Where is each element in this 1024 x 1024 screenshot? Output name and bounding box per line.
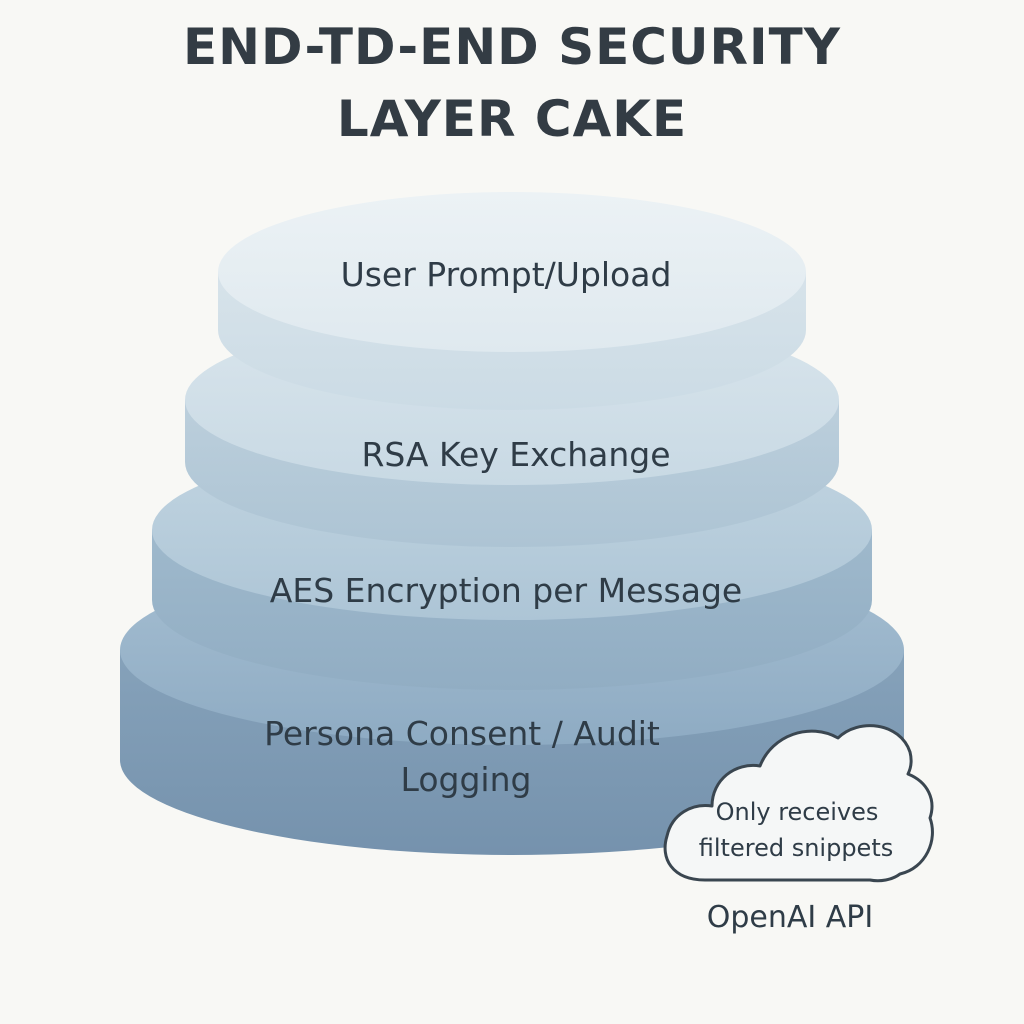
layer-2-label: RSA Key Exchange	[361, 435, 670, 474]
openai-api-label: OpenAI API	[706, 900, 874, 935]
diagram-title-line-2: LAYER CAKE	[336, 90, 688, 148]
layer-4-label-line-2: Logging	[401, 760, 532, 799]
cloud-icon	[663, 724, 934, 883]
cloud-text-line-2: filtered snippets	[699, 834, 893, 862]
cake-layer-1-top	[218, 192, 806, 352]
layer-3-label: AES Encryption per Message	[270, 571, 742, 610]
cake-layer-1	[218, 192, 806, 410]
layer-1-label: User Prompt/Upload	[341, 255, 672, 294]
layer-4-label-line-1: Persona Consent / Audit	[264, 714, 660, 753]
cloud-text-line-1: Only receives	[716, 798, 879, 826]
diagram-title-line-1: END-TD-END SECURITY	[183, 18, 841, 76]
